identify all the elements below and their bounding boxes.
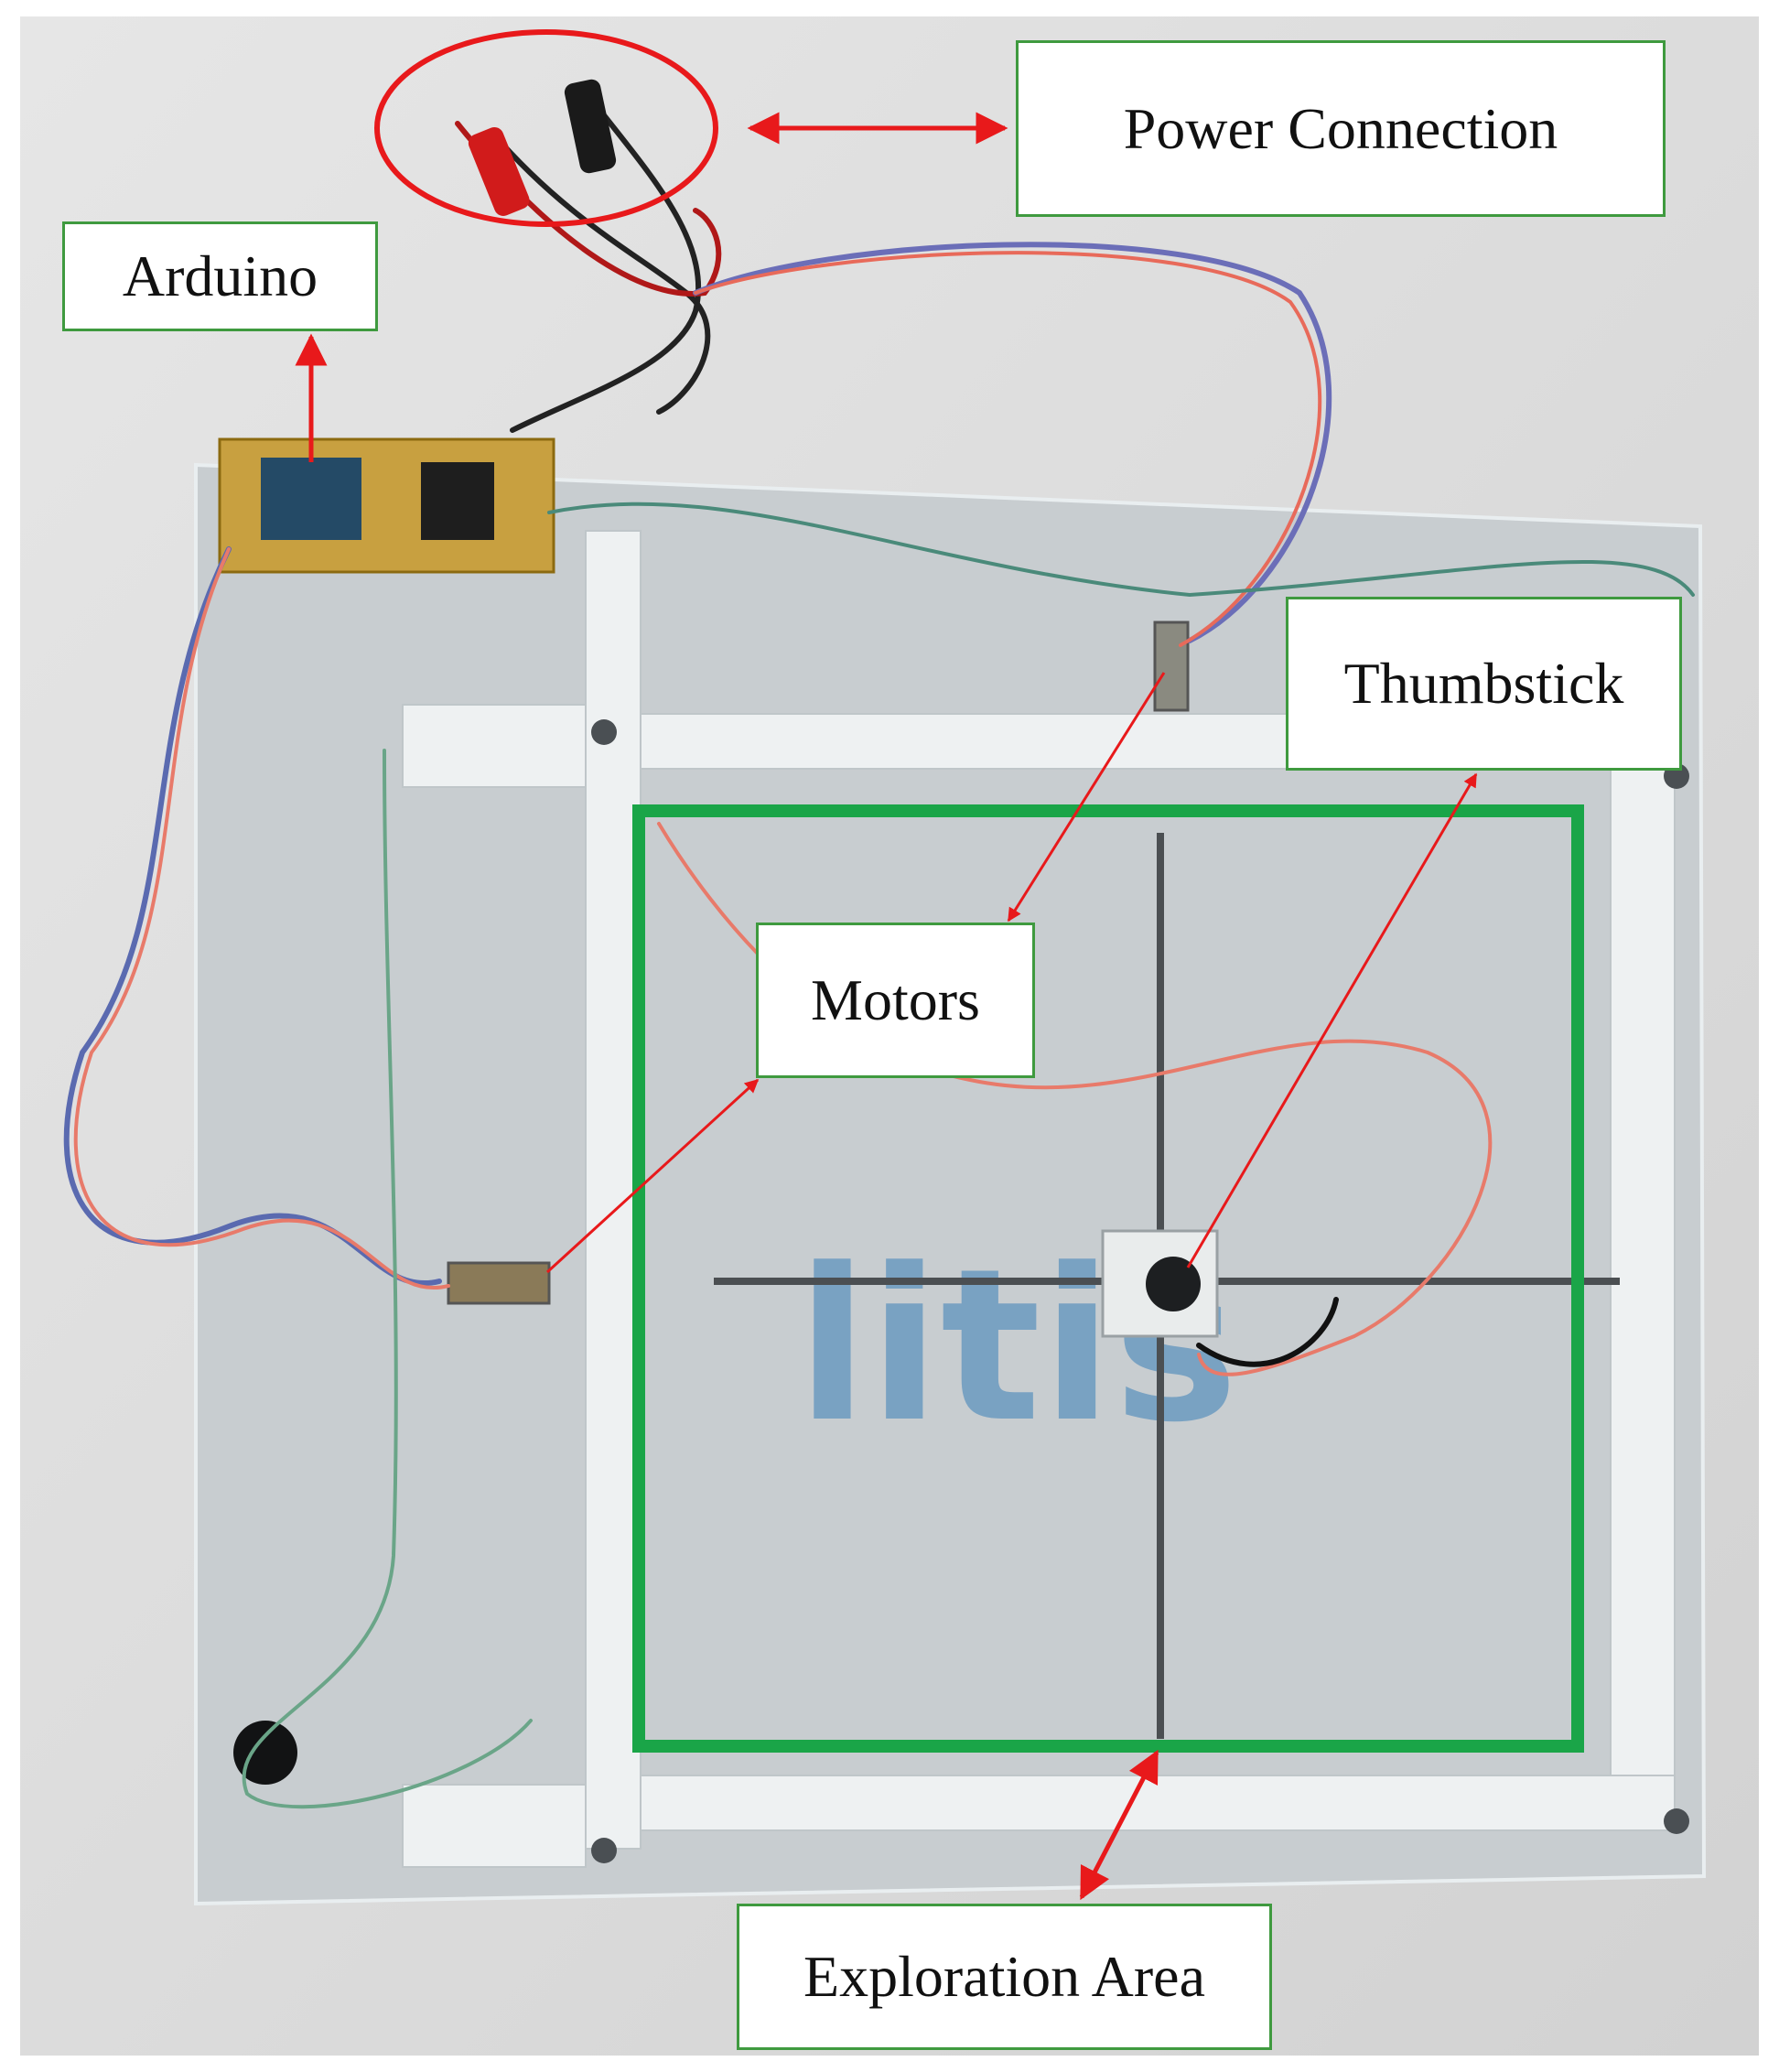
power-connection-ring [374,29,718,227]
acrylic-panel [194,462,1707,1906]
callout-arrows [295,112,1478,1901]
exploration-area-outline [632,804,1584,1753]
arrow-thumbstick [1186,772,1478,1268]
arduino-label: Arduino [62,221,378,331]
driver-chip [421,462,494,540]
motors-label: Motors [756,923,1035,1078]
arrow-exploration [1079,1749,1159,1901]
red-plug [468,126,530,216]
motor-top [1153,621,1190,712]
exploration-area-label: Exploration Area [737,1904,1272,2050]
thumbstick-label: Thumbstick [1286,597,1682,771]
thumbstick-knob [1146,1257,1201,1311]
mounting-screws [591,719,1689,1863]
arduino-chip [261,458,361,540]
arrow-motor-left [545,1078,760,1274]
motor-left [447,1261,551,1305]
black-plug [564,79,617,174]
power-connection-label: Power Connection [1016,40,1666,217]
buzzer [233,1721,297,1785]
arrow-motor-top [1007,672,1166,923]
